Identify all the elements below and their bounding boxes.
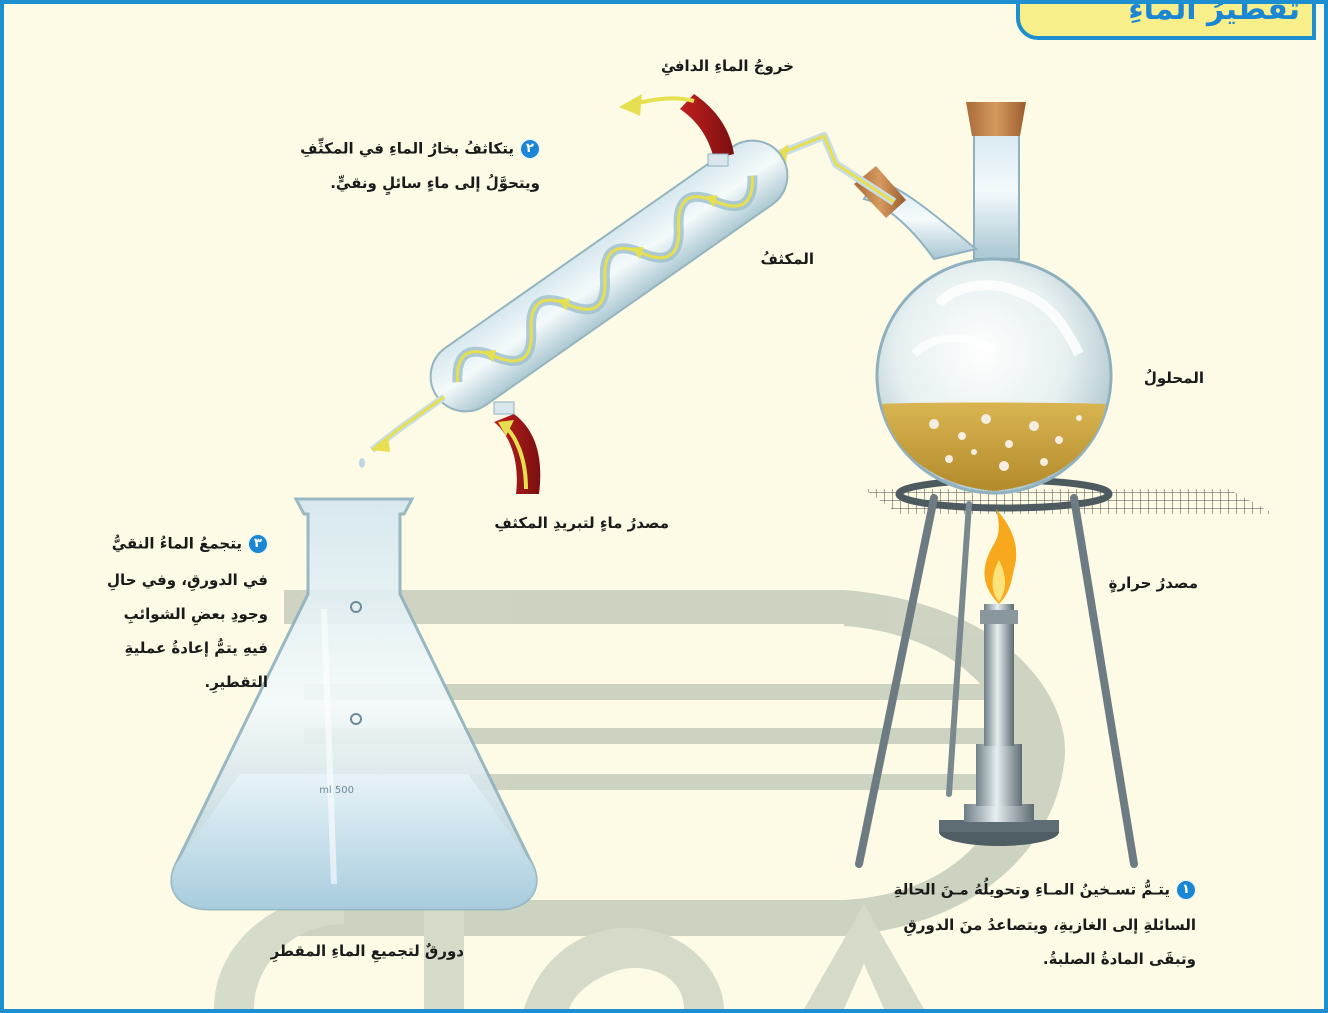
step-3-line-3: وجودِ بعضِ الشوائبِ [107, 607, 268, 622]
step-2-line-2: ويتحوَّلُ إلى ماءٍ سائلٍ ونقيٍّ. [300, 176, 540, 191]
collection-flask-label: دورقٌ لتجميعِ الماءِ المقطرِ [271, 944, 464, 959]
cooling-water-source-label: مصدرُ ماءٍ لتبريدِ المكثفِ [494, 516, 669, 531]
step-1-line-1: يتـمُّ تسـخينُ المـاءِ وتحويلُهُ مـنَ ال… [894, 881, 1170, 899]
step-3-badge: ٣ [248, 534, 268, 554]
step-1-description: ١ يتـمُّ تسـخينُ المـاءِ وتحويلُهُ مـنَ ا… [894, 880, 1196, 967]
step-3-line-5: التقطيرِ. [107, 675, 268, 690]
distilling-flask [854, 102, 1111, 493]
water-outlet-hose [619, 94, 734, 166]
warm-water-out-label: خروجُ الماءِ الدافئِ [661, 59, 794, 74]
step-2-description: ٢ يتكاثفُ بخارُ الماءِ في المكثِّفِ ويتحو… [300, 139, 540, 191]
step-1-line-3: وتبقَى المادةُ الصلبةُ. [894, 952, 1196, 967]
step-3-line-4: فيهِ يتمُّ إعادةُ عمليةِ [107, 641, 268, 656]
heat-source-label: مصدرُ حرارةٍ [1109, 576, 1198, 591]
condenser-label: المكثفُ [760, 252, 814, 267]
distillation-apparatus-illustration [4, 4, 1324, 1009]
water-inlet-hose [494, 402, 540, 494]
step-2-line-1: يتكاثفُ بخارُ الماءِ في المكثِّفِ [300, 140, 514, 158]
step-3-description: ٣ يتجمعُ الماءُ النقيُّ في الدورقِ، وفي ح… [107, 534, 268, 690]
step-3-line-2: في الدورقِ، وفي حالِ [107, 573, 268, 588]
solution-label: المحلولُ [1144, 371, 1204, 386]
step-1-badge: ١ [1176, 880, 1196, 900]
page-title: تقطيرُ الماءِ [1128, 0, 1300, 27]
flask-scale-label: 500 ml [319, 786, 354, 796]
ring-stand [859, 480, 1274, 864]
step-1-line-2: السائلةِ إلى الغازيةِ، ويتصاعدُ منَ الدو… [894, 918, 1196, 933]
step-2-badge: ٢ [520, 139, 540, 159]
step-3-line-1: يتجمعُ الماءُ النقيُّ [112, 535, 242, 553]
